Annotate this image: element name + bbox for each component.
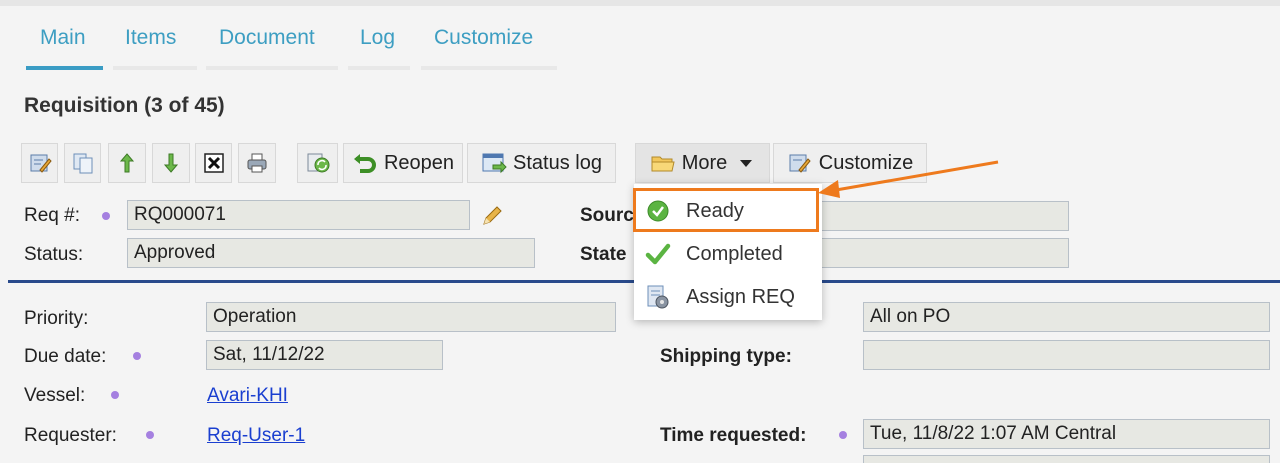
vessel-link[interactable]: Avari-KHI (207, 385, 288, 406)
edit-button[interactable] (21, 143, 58, 183)
more-label: More (681, 151, 728, 174)
move-down-button[interactable] (152, 143, 190, 183)
reopen-arrow-icon (353, 154, 376, 173)
refresh-button[interactable] (297, 143, 338, 183)
status-log-icon (482, 153, 507, 174)
state-label: State (580, 244, 627, 265)
delete-button[interactable] (195, 143, 232, 183)
due-date-label: Due date: (24, 346, 107, 367)
menu-item-ready[interactable]: Ready (634, 190, 822, 232)
source-field[interactable] (820, 201, 1069, 231)
arrow-up-icon (119, 153, 135, 173)
priority-field[interactable]: Operation (206, 302, 616, 332)
tab-main-underline (26, 66, 103, 70)
print-button[interactable] (238, 143, 276, 183)
tab-log[interactable]: Log (360, 26, 396, 49)
req-on-po-field[interactable]: All on PO (863, 302, 1270, 332)
more-dropdown-button[interactable]: More (635, 143, 770, 183)
shipping-type-field[interactable] (863, 340, 1270, 370)
menu-item-completed-label: Completed (686, 242, 783, 265)
status-field[interactable]: Approved (127, 238, 535, 268)
more-menu: Ready Completed Assign REQ (634, 184, 822, 320)
copy-icon (73, 153, 92, 174)
reopen-button[interactable]: Reopen (343, 143, 463, 183)
requester-link[interactable]: Req-User-1 (207, 425, 306, 446)
folder-icon (651, 156, 675, 172)
menu-item-ready-label: Ready (686, 199, 744, 222)
tab-document-underline (206, 66, 338, 70)
due-date-field[interactable]: Sat, 11/12/22 (206, 340, 443, 370)
checkmark-icon (644, 240, 672, 268)
menu-item-assign-req-label: Assign REQ (686, 285, 795, 308)
arrow-down-icon (163, 153, 179, 173)
ready-highlight-box (633, 188, 819, 232)
reopen-label: Reopen (383, 151, 455, 174)
required-indicator (133, 352, 141, 360)
tab-document[interactable]: Document (219, 26, 315, 49)
status-log-label: Status log (513, 151, 602, 174)
copy-button[interactable] (64, 143, 101, 183)
req-number-field[interactable]: RQ000071 (127, 200, 470, 230)
tab-items-underline (113, 66, 197, 70)
menu-item-assign-req[interactable]: Assign REQ (634, 276, 822, 318)
top-bar (0, 0, 1280, 6)
time-requested-field[interactable]: Tue, 11/8/22 1:07 AM Central (863, 419, 1270, 449)
tab-log-underline (348, 66, 410, 70)
tab-customize[interactable]: Customize (434, 26, 534, 49)
printer-icon (247, 153, 267, 173)
required-indicator (102, 212, 110, 220)
assign-doc-icon (644, 283, 672, 311)
source-label: Sourc (580, 205, 634, 226)
edit-icon (30, 154, 52, 173)
state-field[interactable] (820, 238, 1069, 268)
tab-main[interactable]: Main (40, 26, 86, 49)
shipping-type-label: Shipping type: (660, 346, 792, 367)
time-requested-label: Time requested: (660, 425, 807, 446)
vessel-label: Vessel: (24, 385, 86, 406)
move-up-button[interactable] (108, 143, 146, 183)
pencil-icon[interactable] (480, 204, 504, 228)
required-indicator (111, 391, 119, 399)
status-log-button[interactable]: Status log (467, 143, 616, 183)
priority-label: Priority: (24, 308, 89, 329)
req-number-label: Req #: (24, 205, 80, 226)
check-circle-icon (644, 197, 672, 225)
status-label: Status: (24, 244, 84, 265)
required-indicator (839, 431, 847, 439)
tab-items[interactable]: Items (125, 26, 177, 49)
customize-label: Customize (818, 151, 914, 174)
required-indicator (146, 431, 154, 439)
refresh-doc-icon (307, 153, 329, 173)
customize-button[interactable]: Customize (773, 143, 927, 183)
close-box-icon (203, 153, 224, 173)
menu-item-completed[interactable]: Completed (634, 233, 822, 275)
customize-icon (789, 154, 811, 173)
page-title: Requisition (3 of 45) (24, 94, 225, 117)
requester-label: Requester: (24, 425, 117, 446)
tab-customize-underline (421, 66, 557, 70)
chevron-down-icon (740, 160, 753, 167)
